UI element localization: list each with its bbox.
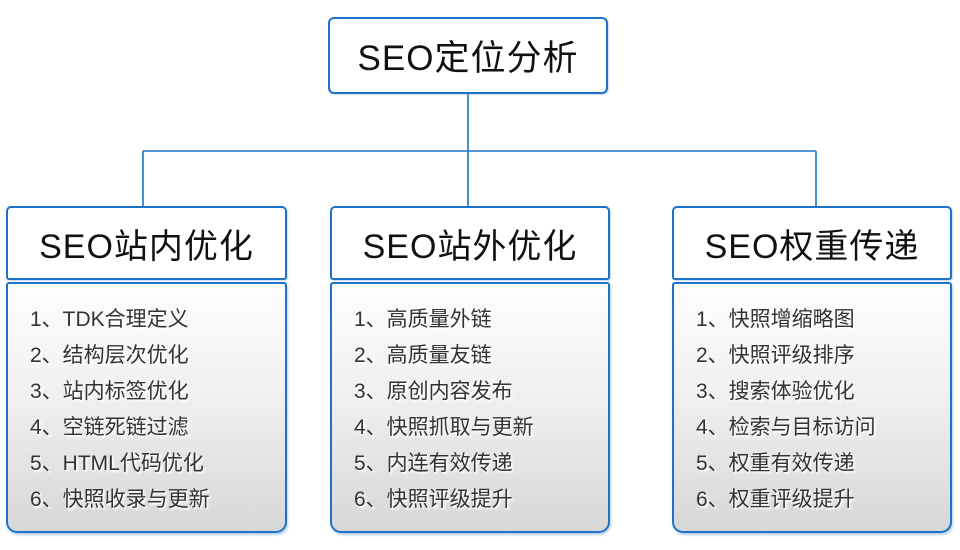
list-item: 5、内连有效传递 [354, 452, 513, 475]
list-item: 3、搜索体验优化 [696, 380, 855, 403]
list-item: 5、HTML代码优化 [30, 452, 204, 475]
column-list-offsite-optimization: 1、高质量外链 2、高质量友链 3、原创内容发布 4、快照抓取与更新 5、内连有… [330, 282, 610, 533]
column-header-label: SEO权重传递 [704, 227, 920, 266]
list-item: 1、高质量外链 [354, 308, 492, 331]
list-item: 3、原创内容发布 [354, 380, 513, 403]
column-header-label: SEO站内优化 [39, 227, 254, 266]
list-item: 4、快照抓取与更新 [354, 416, 534, 439]
list-item: 2、快照评级排序 [696, 344, 855, 367]
list-item: 3、站内标签优化 [30, 380, 189, 403]
list-item: 6、快照评级提升 [354, 488, 513, 511]
item-list: 1、快照增缩略图 2、快照评级排序 3、搜索体验优化 4、检索与目标访问 5、权… [696, 302, 940, 518]
list-item: 2、高质量友链 [354, 344, 492, 367]
list-item: 4、检索与目标访问 [696, 416, 876, 439]
column-list-weight-transfer: 1、快照增缩略图 2、快照评级排序 3、搜索体验优化 4、检索与目标访问 5、权… [672, 282, 952, 533]
list-item: 6、快照收录与更新 [30, 488, 210, 511]
list-item: 5、权重有效传递 [696, 452, 855, 475]
column-list-onsite-optimization: 1、TDK合理定义 2、结构层次优化 3、站内标签优化 4、空链死链过滤 5、H… [6, 282, 287, 533]
list-item: 1、快照增缩略图 [696, 308, 855, 331]
list-item: 6、权重评级提升 [696, 488, 855, 511]
root-node-label: SEO定位分析 [357, 39, 579, 78]
column-header-offsite-optimization: SEO站外优化 [330, 206, 610, 280]
column-header-weight-transfer: SEO权重传递 [672, 206, 952, 280]
item-list: 1、高质量外链 2、高质量友链 3、原创内容发布 4、快照抓取与更新 5、内连有… [354, 302, 598, 518]
list-item: 4、空链死链过滤 [30, 416, 189, 439]
list-item: 2、结构层次优化 [30, 344, 189, 367]
list-item: 1、TDK合理定义 [30, 308, 189, 331]
column-header-label: SEO站外优化 [362, 227, 578, 266]
root-node-seo-positioning-analysis: SEO定位分析 [328, 17, 608, 94]
item-list: 1、TDK合理定义 2、结构层次优化 3、站内标签优化 4、空链死链过滤 5、H… [30, 302, 275, 518]
column-header-onsite-optimization: SEO站内优化 [6, 206, 287, 280]
